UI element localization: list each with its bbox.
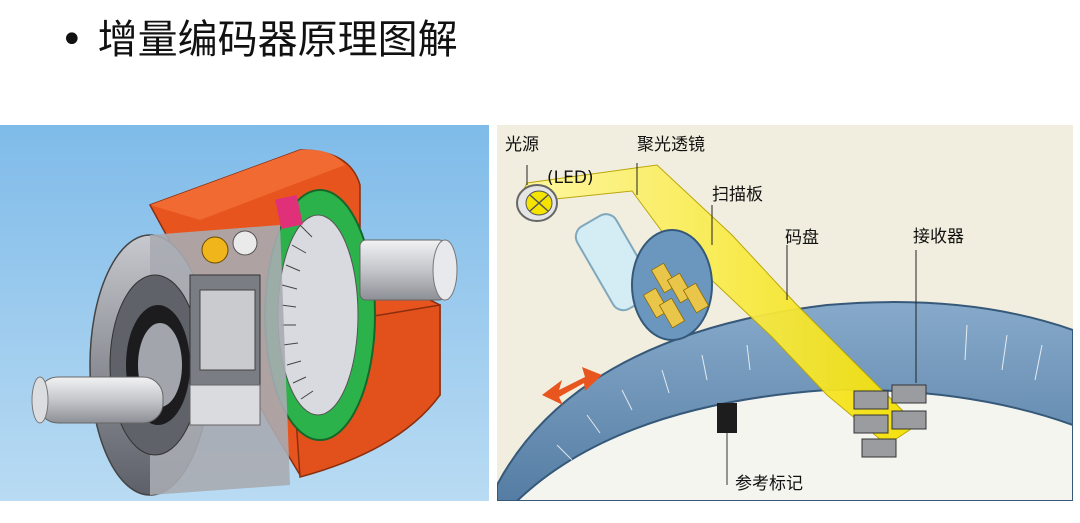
label-condenser-lens: 聚光透镜 (637, 135, 705, 155)
label-receiver: 接收器 (913, 227, 964, 247)
label-scanning-plate: 扫描板 (712, 185, 763, 205)
receiver-blocks (853, 384, 927, 458)
pcb-pink (275, 195, 303, 229)
encoder-cutaway-illustration (0, 125, 489, 501)
reference-mark-stripes (717, 403, 737, 433)
optical-scanning-illustration: 光源 (LED) 聚光透镜 扫描板 码盘 接收器 参考标记 (497, 125, 1073, 501)
housing-top (150, 149, 345, 220)
shaft-left (37, 376, 164, 424)
led-component (201, 236, 229, 264)
slide-title-text: 增量编码器原理图解 (97, 17, 458, 63)
label-reference-mark: 参考标记 (735, 474, 803, 494)
label-light-source: 光源 (505, 135, 539, 155)
slide-title: • 增量编码器原理图解 (60, 10, 458, 70)
shaft-right (359, 239, 446, 301)
label-code-disk: 码盘 (785, 228, 819, 248)
label-led: (LED) (547, 168, 594, 188)
double-arrow-icon (542, 367, 602, 405)
bullet-icon: • (60, 17, 84, 63)
